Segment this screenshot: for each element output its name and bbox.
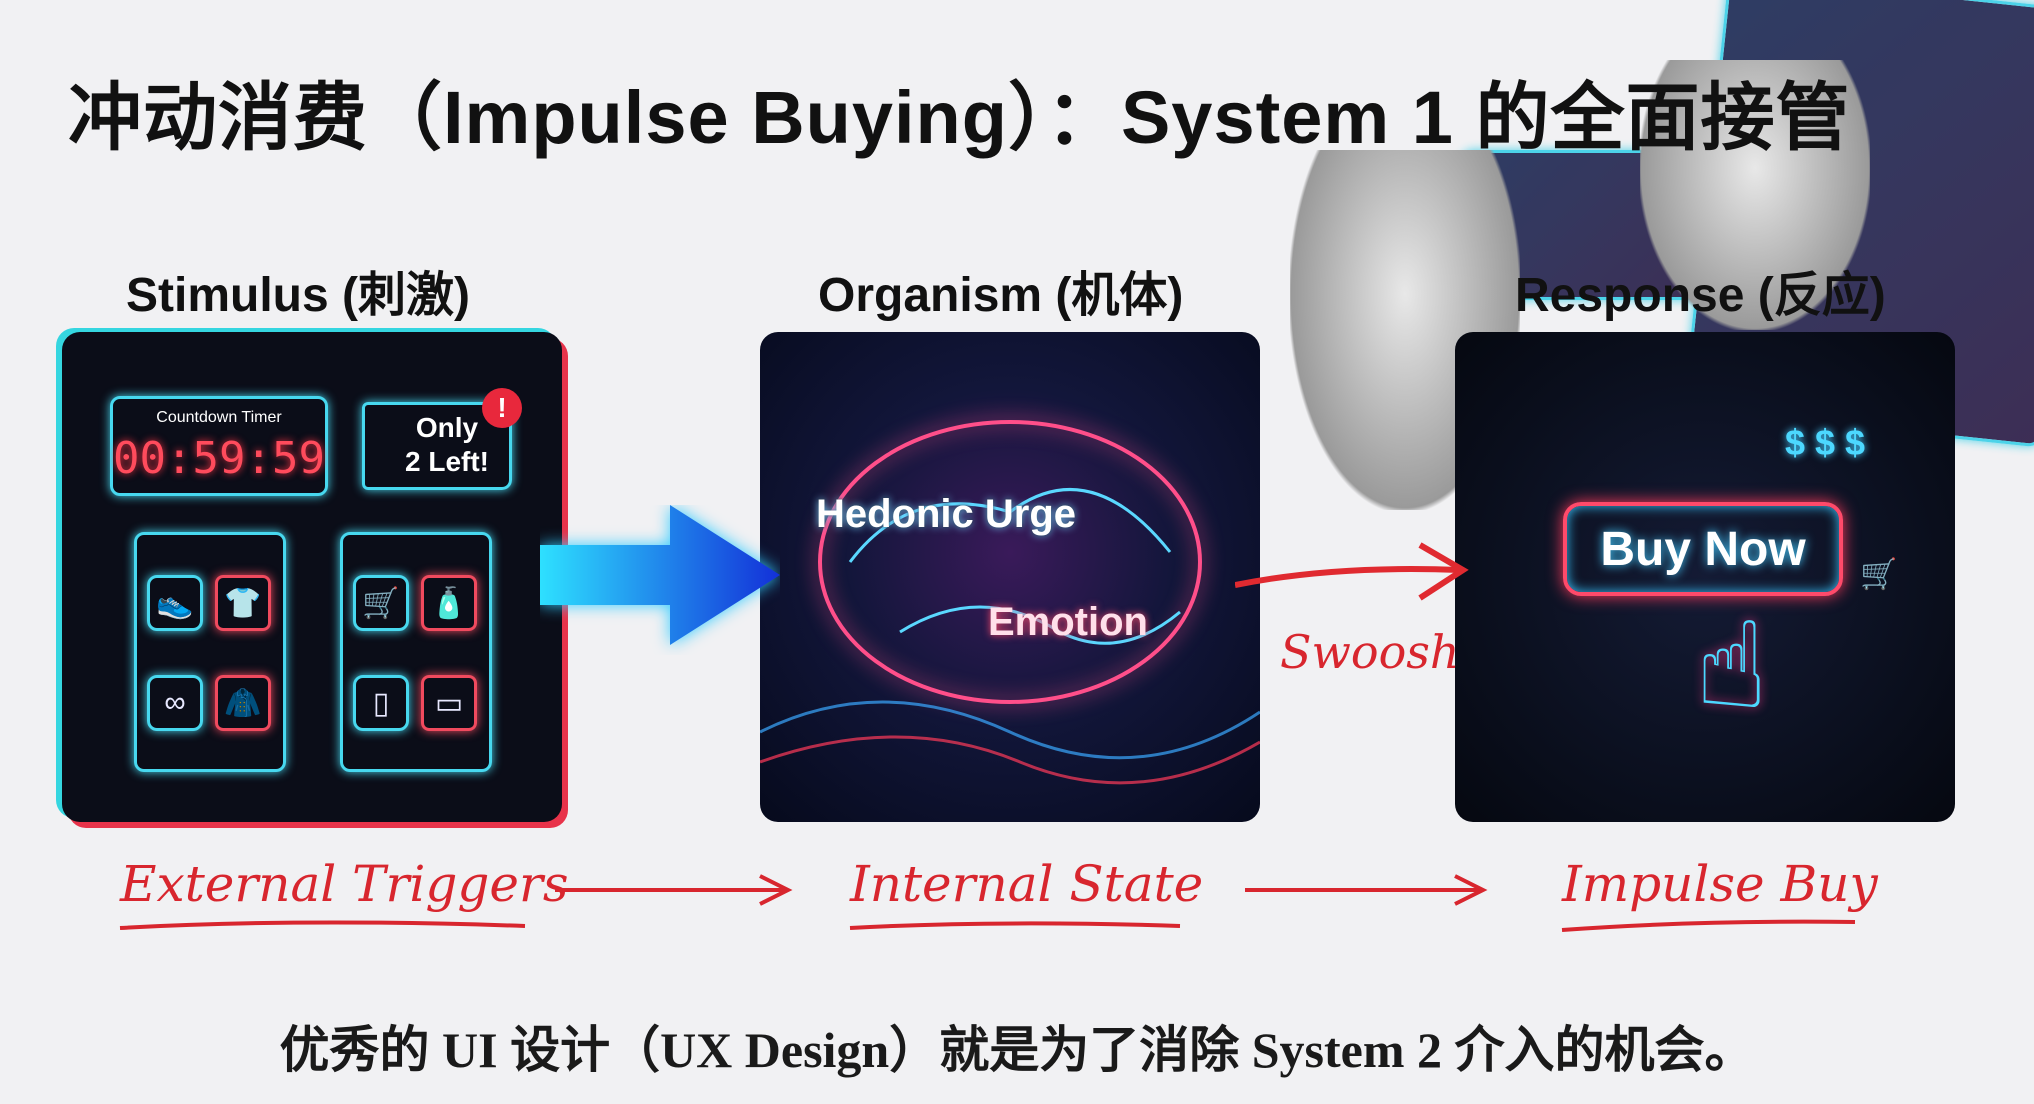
scarcity-tag: Only 2 Left!: [362, 402, 512, 490]
tag-text-line1: Only: [415, 412, 479, 443]
hedonic-urge-text: Hedonic Urge: [816, 492, 1077, 536]
page-title: 冲动消费（Impulse Buying）：System 1 的全面接管: [68, 76, 1851, 159]
impulse-buy-caption: Impulse Buy: [1562, 855, 1878, 913]
swoosh-arrow-icon: [1235, 542, 1469, 601]
sweater-icon: 🧥: [215, 675, 271, 731]
cart-icon: 🛒: [353, 575, 409, 631]
external-triggers-caption: External Triggers: [120, 855, 569, 913]
bottle-icon: 🧴: [421, 575, 477, 631]
footer-caption: 优秀的 UI 设计（UX Design）就是为了消除 System 2 介入的机…: [279, 1022, 1755, 1078]
buy-now-button: Buy Now: [1563, 502, 1843, 596]
organism-label: Organism (机体): [818, 269, 1184, 322]
timer-label: Countdown Timer: [156, 409, 282, 426]
stimulus-panel: Countdown Timer 00:59:59 Only 2 Left! ! …: [62, 332, 562, 822]
arrow-right-icon: [540, 505, 780, 645]
stimulus-label: Stimulus (刺激): [126, 269, 470, 322]
dollar-icon: $ $ $: [1785, 422, 1866, 463]
internal-state-caption: Internal State: [850, 855, 1204, 913]
statue-face-image: [1640, 60, 1870, 330]
pointing-hand-icon: ☝: [1695, 599, 1769, 733]
card-icon: ▭: [421, 675, 477, 731]
shoe-icon: 👟: [147, 575, 203, 631]
phone-icon: ▯: [353, 675, 409, 731]
cart-icon: 🛒: [1860, 558, 1898, 591]
alert-icon: !: [482, 388, 522, 428]
timer-value: 00:59:59: [113, 433, 325, 484]
infinity-icon: ∞: [147, 675, 203, 731]
organism-panel: Hedonic Urge Emotion: [760, 332, 1260, 822]
brain-icon: [760, 420, 1260, 785]
underline-and-arrows: [119, 874, 1856, 932]
shop-window-right: 🛒 🧴 ▯ ▭: [340, 532, 492, 772]
shop-window-left: 👟 👕 ∞ 🧥: [134, 532, 286, 772]
tag-text-line2: 2 Left!: [405, 446, 489, 477]
emotion-text: Emotion: [988, 600, 1148, 644]
shirt-icon: 👕: [215, 575, 271, 631]
response-panel: Buy Now $ $ $ 🛒 ☝: [1455, 332, 1955, 822]
swoosh-label: Swoosh: [1280, 625, 1460, 679]
response-label: Response (反应): [1515, 269, 1886, 322]
countdown-timer: Countdown Timer 00:59:59: [110, 396, 328, 496]
